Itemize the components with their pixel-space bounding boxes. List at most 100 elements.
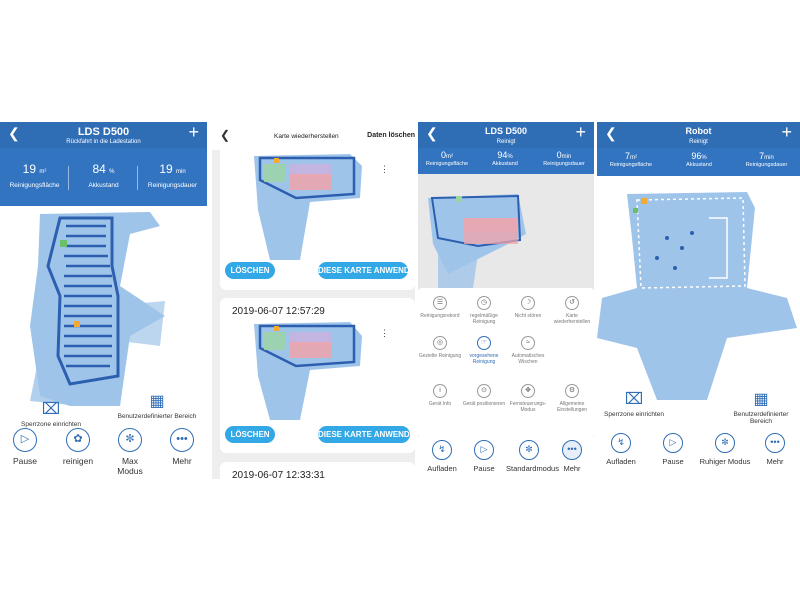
menu-cleaning-record-label: Reinigungsrekord [420, 313, 460, 319]
bottom-toolbar: ↯ Aufladen ▷ Pause ✼ Ruhiger Modus ••• M… [597, 429, 800, 479]
no-go-zone-label: Sperrzone einrichten [604, 411, 664, 418]
stat-area-label: Reinigungsfläche [9, 182, 60, 189]
stat-duration-label: Reinigungsdauer [745, 162, 788, 168]
menu-targeted-cleaning-label: Gezielte Reinigung [418, 353, 462, 359]
delete-map-button[interactable]: LÖSCHEN [225, 426, 275, 443]
delete-data-link[interactable]: Daten löschen [367, 132, 415, 139]
screen-title: Karte wiederherstellen [274, 133, 339, 140]
cleaning-map[interactable] [418, 174, 594, 288]
stats-bar: 7m² Reinigungsfläche 96% Akkustand 7min … [597, 148, 800, 176]
back-icon[interactable]: ❮ [605, 125, 617, 141]
standard-mode-button[interactable]: ✼ Standardmodus [506, 440, 559, 473]
stat-area: 0m² Reinigungsfläche [418, 148, 476, 174]
map-restore-icon: ↺ [565, 296, 579, 310]
menu-auto-mop-label: Automatisches Wischen [511, 353, 545, 365]
menu-general-settings-label: Allgemeine Einstellungen [556, 401, 588, 413]
cleaning-map[interactable] [0, 206, 207, 416]
menu-schedule[interactable]: ◷regelmäßige Reinigung [462, 296, 506, 325]
custom-area-button[interactable]: ▦ Benutzerdefinierter Bereich [725, 391, 797, 426]
menu-do-not-disturb[interactable]: ☽Nicht stören [506, 296, 550, 319]
add-icon[interactable]: + [781, 122, 792, 142]
stat-duration-value: 0 [556, 150, 562, 160]
stat-area-value: 0 [440, 150, 446, 160]
pause-label: Pause [662, 457, 684, 466]
charge-label: Aufladen [606, 457, 636, 466]
add-icon[interactable]: + [575, 122, 586, 142]
stat-duration-unit: min [561, 154, 572, 160]
custom-area-label: Benutzerdefinierter Bereich [117, 413, 197, 420]
max-mode-button[interactable]: ✼ Max Modus [110, 428, 150, 476]
stat-area-value: 19 [22, 162, 36, 176]
menu-targeted-cleaning[interactable]: ◎Gezielte Reinigung [418, 336, 462, 359]
menu-schedule-label: regelmäßige Reinigung [470, 313, 498, 325]
charge-icon: ↯ [432, 440, 452, 460]
more-button[interactable]: ••• Mehr [755, 433, 795, 466]
pause-label: Pause [473, 464, 495, 473]
map-date: 2019-06-07 12:57:29 [232, 306, 325, 317]
menu-general-settings[interactable]: ⚙Allgemeine Einstellungen [550, 384, 594, 413]
menu-intended-cleaning[interactable]: ☞vorgesehene Reinigung [462, 336, 506, 365]
stat-duration-label: Reinigungsdauer [543, 161, 585, 167]
no-go-zone-button[interactable]: ⌧ Sperrzone einrichten [6, 401, 96, 429]
menu-locate-device[interactable]: ⊙Gerät positionieren [462, 384, 506, 407]
no-go-zone-icon: ⌧ [624, 391, 644, 408]
quiet-mode-label: Ruhiger Modus [699, 457, 751, 466]
stat-battery-label: Akkustand [88, 182, 119, 189]
top-bar: ❮ LDS D500 Reinigt + [418, 122, 594, 148]
custom-area-icon: ▦ [149, 393, 165, 410]
top-bar: ❮ Karte wiederherstellen Daten löschen [212, 122, 415, 150]
no-go-zone-icon: ⌧ [41, 401, 61, 418]
stat-area-label: Reinigungsfläche [609, 162, 653, 168]
menu-map-restore-label: Karte wiederherstellen [553, 313, 591, 325]
custom-area-button[interactable]: ▦ Benutzerdefinierter Bereich [112, 393, 202, 421]
back-icon[interactable]: ❮ [8, 125, 20, 141]
more-button[interactable]: ••• Mehr [552, 440, 592, 473]
menu-cleaning-record[interactable]: ☰Reinigungsrekord [418, 296, 462, 319]
stat-battery-unit: % [701, 155, 707, 161]
apply-map-button[interactable]: DIESE KARTE ANWENDEN [318, 262, 415, 279]
map-date: 2019-06-07 12:33:31 [232, 470, 325, 479]
map-card: ⋮ LÖSCHEN DIESE KARTE ANWENDEN [220, 148, 415, 290]
stat-battery-unit: % [109, 169, 115, 175]
app-screen-robot-cleaning: ❮ Robot Reinigt + 7m² Reinigungsfläche 9… [597, 122, 800, 479]
pause-button[interactable]: ▷ Pause [653, 433, 693, 466]
pause-button[interactable]: ▷ Pause [5, 428, 45, 466]
charge-button[interactable]: ↯ Aufladen [422, 440, 462, 473]
card-menu-icon[interactable]: ⋮ [380, 328, 389, 338]
remote-icon: ✥ [521, 384, 535, 398]
menu-map-restore[interactable]: ↺ Karte wiederherstellen [550, 296, 594, 325]
pause-label: Pause [12, 456, 38, 466]
charge-button[interactable]: ↯ Aufladen [601, 433, 641, 466]
cleaning-map[interactable] [597, 178, 800, 400]
back-icon[interactable]: ❮ [220, 128, 231, 142]
charge-label: Aufladen [427, 464, 457, 473]
stat-battery-label: Akkustand [686, 162, 712, 168]
stat-battery-label: Akkustand [492, 161, 518, 167]
quiet-mode-button[interactable]: ✼ Ruhiger Modus [699, 433, 751, 466]
more-label: Mehr [766, 457, 784, 466]
device-title: LDS D500 [484, 126, 528, 136]
device-status: Rückfahrt in die Ladestation [66, 139, 141, 145]
top-bar: ❮ LDS D500 Rückfahrt in die Ladestation … [0, 122, 207, 148]
pause-button[interactable]: ▷ Pause [464, 440, 504, 473]
stat-duration: 7min Reinigungsdauer [733, 148, 800, 176]
back-icon[interactable]: ❮ [426, 125, 438, 141]
stat-battery-value: 96 [691, 151, 702, 161]
more-label: Mehr [172, 456, 192, 466]
menu-do-not-disturb-label: Nicht stören [514, 313, 542, 319]
card-menu-icon[interactable]: ⋮ [380, 164, 389, 174]
menu-remote-mode[interactable]: ✥Fernsteuerungs-Modus [506, 384, 550, 413]
bottom-toolbar: ▷ Pause ✿ reinigen ✼ Max Modus ••• Mehr [0, 424, 207, 479]
no-go-zone-button[interactable]: ⌧ Sperrzone einrichten [599, 391, 669, 419]
clean-button[interactable]: ✿ reinigen [58, 428, 98, 466]
menu-auto-mop[interactable]: ≈Automatisches Wischen [506, 336, 550, 365]
max-mode-icon: ✼ [118, 428, 142, 452]
add-icon[interactable]: + [188, 122, 199, 142]
delete-map-button[interactable]: LÖSCHEN [225, 262, 275, 279]
apply-map-button[interactable]: DIESE KARTE ANWENDEN [318, 426, 415, 443]
more-button[interactable]: ••• Mehr [162, 428, 202, 466]
hand-pointer-icon: ☞ [477, 336, 491, 350]
custom-area-icon: ▦ [753, 391, 769, 408]
no-go-zone-label: Sperrzone einrichten [21, 421, 81, 428]
